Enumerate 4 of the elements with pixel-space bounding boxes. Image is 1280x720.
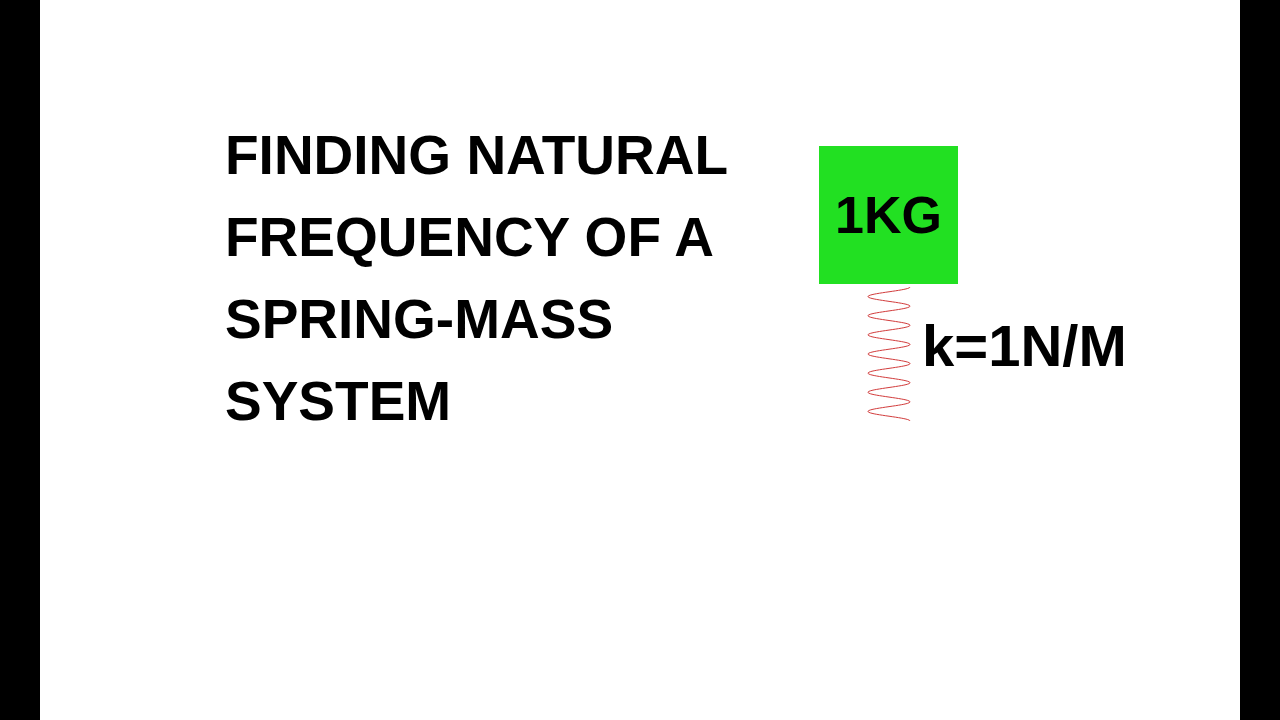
title: FINDING NATURAL FREQUENCY OF A SPRING-MASS SYSTEM — [225, 123, 729, 434]
mass-block — [819, 146, 958, 284]
mass-label: 1KG — [835, 185, 942, 245]
spring-constant-label: k=1N/M — [922, 314, 1127, 378]
